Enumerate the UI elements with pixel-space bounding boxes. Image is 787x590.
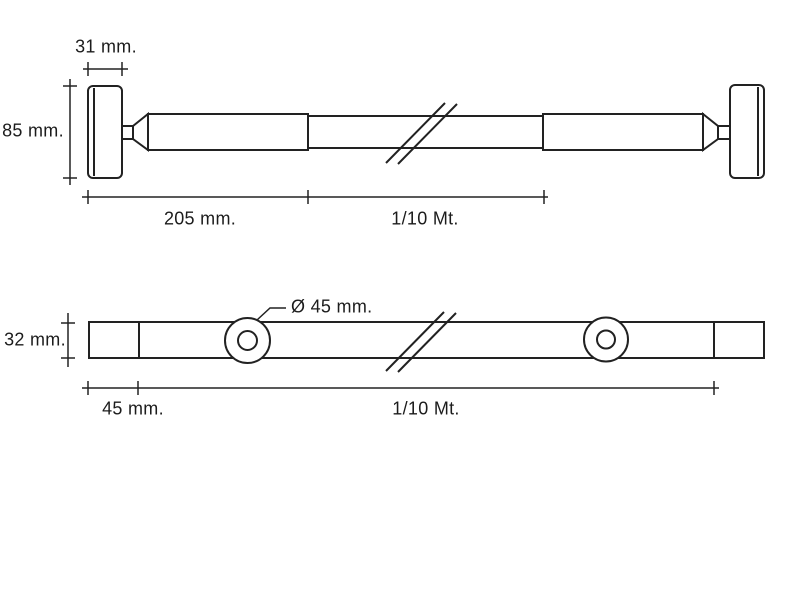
break-symbol-bottom	[385, 311, 457, 373]
label-bar-height: 32 mm.	[4, 329, 66, 350]
hole-diameter-leader-line	[256, 307, 286, 321]
dimension-bar-lengths	[82, 381, 719, 395]
dimension-bar-height	[61, 313, 75, 367]
left-end-cap	[87, 85, 123, 179]
dimension-cap-height	[63, 79, 77, 185]
right-end-cap	[729, 84, 765, 179]
right-washer-hole	[596, 329, 616, 350]
rod-outer-tube-right	[542, 113, 704, 151]
label-rod-total-length: 1/10 Mt.	[391, 208, 459, 229]
rod-assembly-view	[63, 62, 765, 204]
label-hole-diameter: Ø 45 mm.	[291, 296, 373, 317]
break-symbol-top	[385, 102, 458, 165]
bar-body	[88, 321, 765, 359]
label-cap-width: 31 mm.	[75, 36, 137, 57]
left-washer-hole	[237, 330, 258, 351]
dimension-cap-width	[83, 62, 128, 76]
left-cone	[132, 111, 149, 152]
rod-inner-tube-middle	[307, 115, 544, 149]
label-cap-height: 85 mm.	[2, 120, 64, 141]
label-bar-total-length: 1/10 Mt.	[392, 398, 460, 419]
label-first-section-length: 205 mm.	[163, 208, 237, 229]
right-neck	[717, 125, 731, 140]
bar-profile-view	[61, 307, 765, 395]
dimension-rod-lengths	[82, 190, 548, 204]
left-neck	[121, 125, 134, 140]
label-end-offset: 45 mm.	[102, 398, 164, 419]
rod-outer-tube-left	[147, 113, 309, 151]
right-cone	[702, 111, 719, 152]
